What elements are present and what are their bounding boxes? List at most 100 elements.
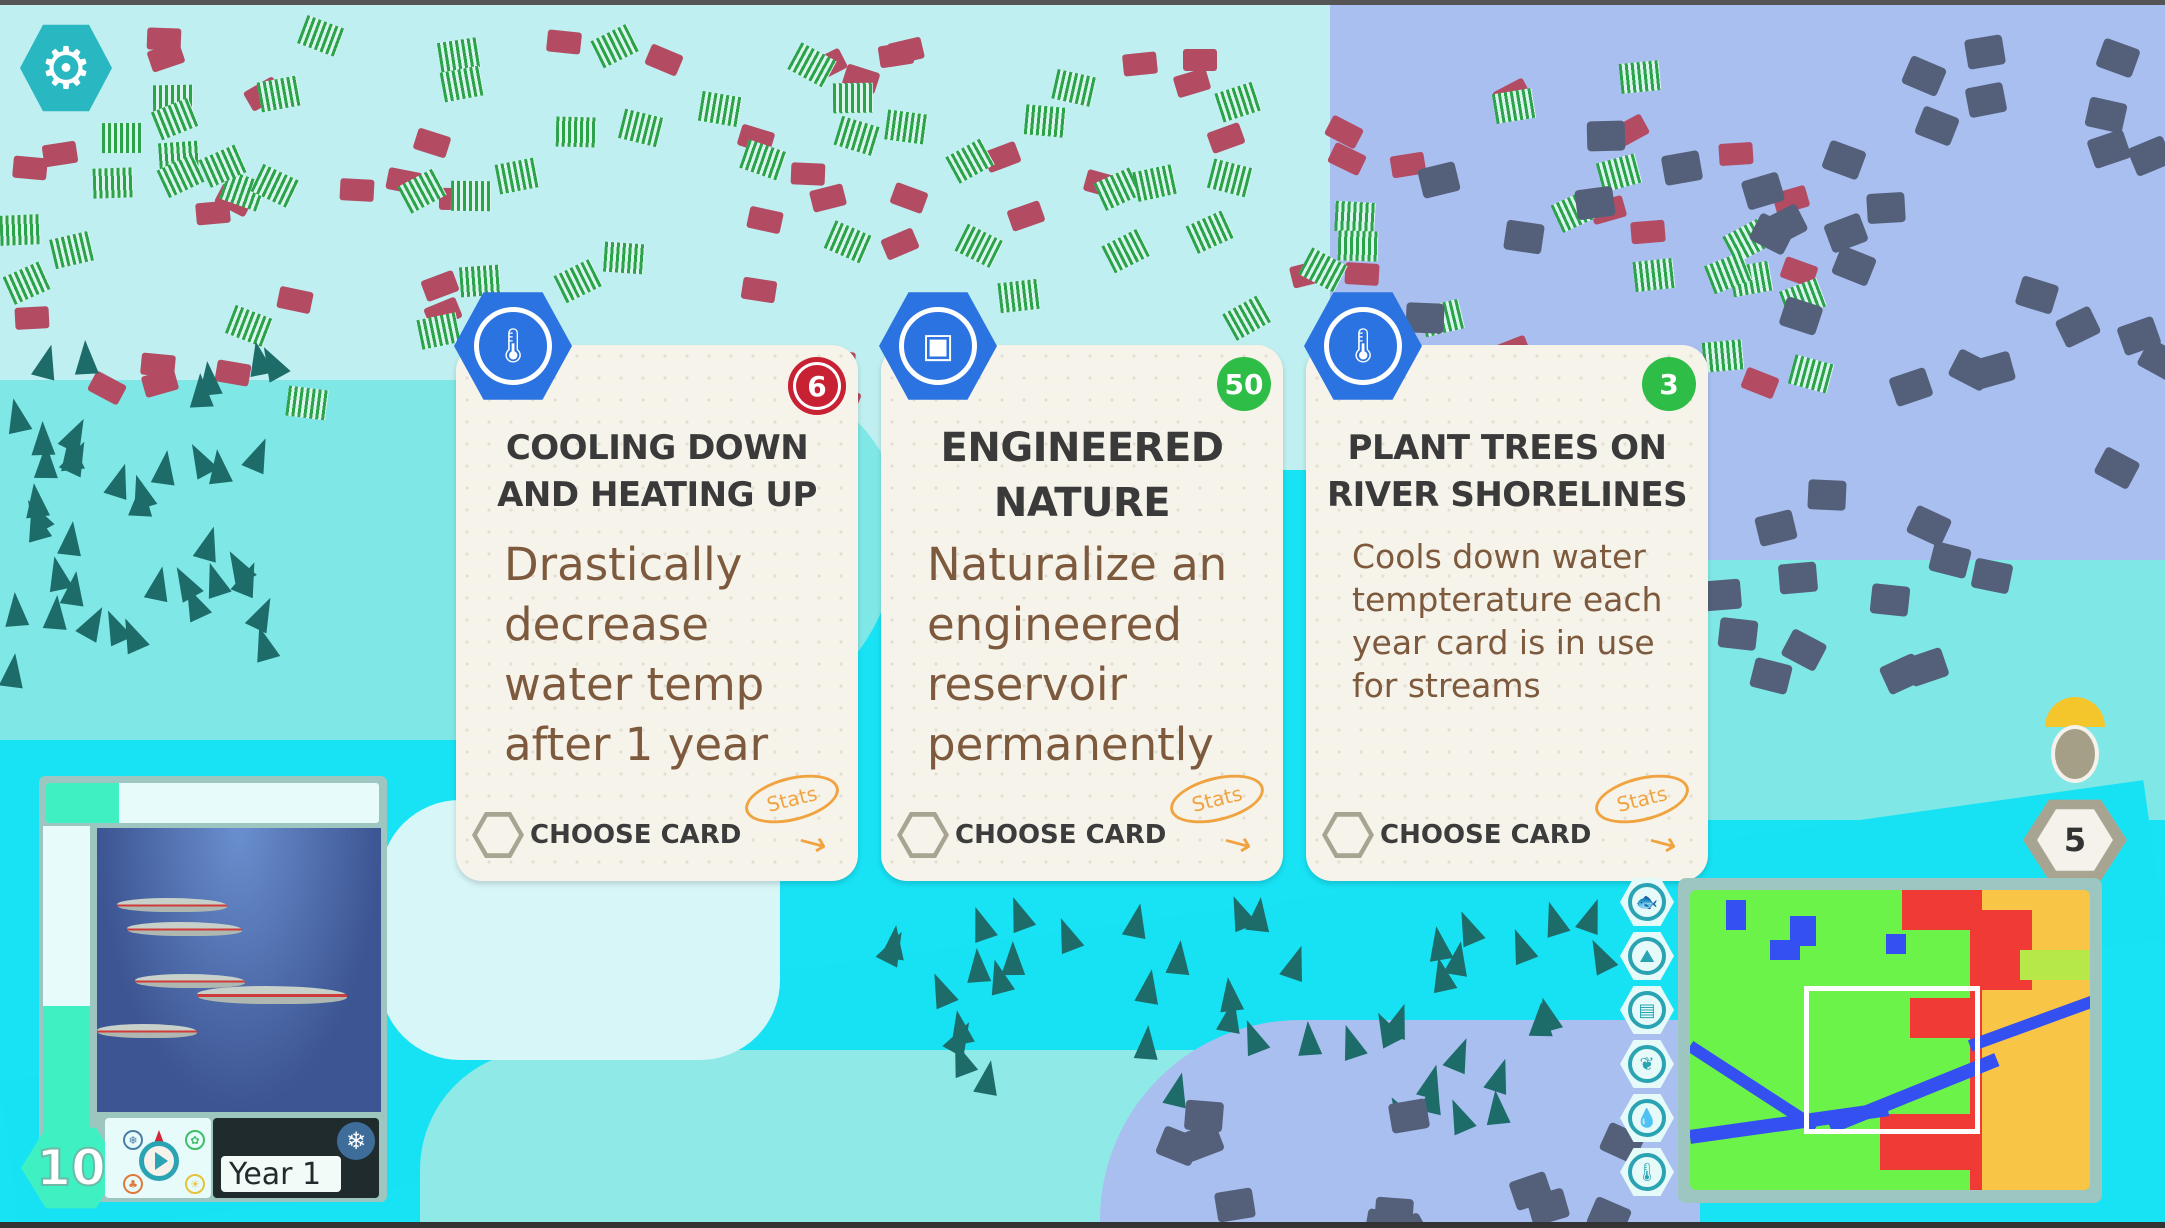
fish bbox=[117, 898, 227, 912]
arrow-icon: ↘ bbox=[1214, 818, 1260, 868]
farmhouse bbox=[14, 306, 50, 331]
city-building bbox=[1777, 561, 1819, 595]
card-plant-trees[interactable]: 🌡 3 PLANT TREES ON RIVER SHORELINES Cool… bbox=[1304, 292, 1708, 881]
card-title: ENGINEERED NATURE bbox=[940, 425, 1224, 526]
pine-tree bbox=[1002, 892, 1037, 933]
city-building bbox=[1869, 583, 1911, 617]
card-cost-badge: 3 bbox=[1642, 357, 1696, 411]
stats-button[interactable]: Stats↘ bbox=[1165, 766, 1269, 867]
card-engineered-nature[interactable]: ▣ 50 ENGINEERED NATURE Naturalize an eng… bbox=[879, 292, 1283, 881]
stats-button[interactable]: Stats↘ bbox=[1590, 766, 1694, 867]
fish-status-panel: 10 ❄ ✿ ♣ ☀ ❄ Year 1 bbox=[21, 776, 387, 1209]
top-border bbox=[0, 0, 2165, 5]
city-building bbox=[1717, 616, 1759, 652]
fish bbox=[135, 974, 245, 988]
stats-label: Stats bbox=[740, 766, 844, 832]
farmhouse bbox=[195, 200, 232, 226]
card-description: Naturalize an engineered reservoir perma… bbox=[927, 538, 1228, 771]
stats-button[interactable]: Stats↘ bbox=[740, 766, 844, 867]
city-building bbox=[1806, 479, 1847, 511]
map-layer-toolbar: 🐟 ⛰ ▤ ❦ 💧 🌡 bbox=[1620, 877, 1676, 1201]
farmhouse bbox=[740, 276, 778, 304]
pine-tree bbox=[0, 651, 28, 689]
city-building bbox=[1213, 1187, 1256, 1224]
thermometer-icon: 🌡 bbox=[1324, 307, 1402, 385]
pine-tree bbox=[1528, 1001, 1554, 1037]
temperature-gauge bbox=[43, 826, 90, 1136]
thermometer-icon: 🌡 bbox=[474, 307, 552, 385]
farmhouse bbox=[790, 162, 826, 187]
leaf-icon: ❦ bbox=[1628, 1045, 1666, 1083]
farmhouse bbox=[11, 155, 48, 181]
pine-tree bbox=[128, 481, 155, 517]
layer-water-quality-button[interactable]: 💧 bbox=[1620, 1094, 1674, 1142]
crop-field bbox=[450, 180, 492, 212]
card-cooling-down[interactable]: 🌡 6 COOLING DOWN AND HEATING UP Drastica… bbox=[454, 292, 858, 881]
pine-tree bbox=[964, 902, 998, 943]
city-building bbox=[1574, 185, 1616, 220]
crop-field bbox=[1337, 230, 1379, 262]
pine-tree bbox=[1483, 1088, 1511, 1125]
hard-hat-worker-icon bbox=[2037, 697, 2113, 789]
year-display: ❄ Year 1 bbox=[213, 1118, 379, 1198]
farmhouse bbox=[339, 178, 376, 203]
fish bbox=[197, 986, 347, 1004]
year-label: Year 1 bbox=[221, 1156, 341, 1192]
farmhouse bbox=[1122, 51, 1159, 77]
crop-field bbox=[102, 122, 143, 153]
minimap-viewport-frame[interactable] bbox=[1804, 986, 1980, 1134]
crop-field bbox=[832, 82, 874, 113]
choose-card-label: CHOOSE CARD bbox=[530, 820, 742, 850]
card-cost-badge: 50 bbox=[1217, 357, 1271, 411]
hexagon-checkbox-icon bbox=[897, 811, 949, 859]
play-button[interactable] bbox=[139, 1141, 179, 1181]
stats-label: Stats bbox=[1590, 766, 1694, 832]
choose-card-button[interactable]: CHOOSE CARD bbox=[1322, 811, 1591, 859]
worker-count: 5 bbox=[2037, 809, 2113, 871]
layer-dam-button[interactable]: ▤ bbox=[1620, 986, 1674, 1034]
fish-icon: 🐟 bbox=[1628, 883, 1666, 921]
city-building bbox=[1586, 120, 1626, 152]
crop-field bbox=[1632, 257, 1676, 292]
layer-fish-button[interactable]: 🐟 bbox=[1620, 878, 1674, 926]
minimap-heatmap bbox=[1690, 890, 2090, 1190]
choose-card-button[interactable]: CHOOSE CARD bbox=[472, 811, 741, 859]
farmhouse bbox=[546, 29, 583, 55]
pine-tree bbox=[3, 590, 30, 627]
spring-icon: ✿ bbox=[185, 1130, 205, 1150]
water-pollution-icon: 💧 bbox=[1628, 1099, 1666, 1137]
thermometer-icon: 🌡 bbox=[1628, 1153, 1666, 1191]
engineered-structure-icon: ▣ bbox=[899, 307, 977, 385]
summer-icon: ☀ bbox=[185, 1174, 205, 1194]
crop-field bbox=[92, 166, 134, 199]
layer-vegetation-button[interactable]: ❦ bbox=[1620, 1040, 1674, 1088]
population-bar bbox=[46, 783, 379, 823]
minimap[interactable] bbox=[1678, 878, 2102, 1203]
crop-field bbox=[555, 116, 597, 148]
forest-bank bbox=[420, 1050, 1220, 1228]
arrow-icon: ↘ bbox=[1639, 818, 1685, 868]
crop-field bbox=[1333, 201, 1376, 234]
card-cost-badge: 6 bbox=[788, 357, 846, 415]
pine-tree bbox=[205, 447, 234, 485]
gear-icon: ⚙ bbox=[40, 34, 92, 102]
pine-tree bbox=[1295, 1020, 1323, 1057]
card-category-badge: ▣ bbox=[879, 292, 997, 400]
stats-label: Stats bbox=[1165, 766, 1269, 832]
season-dial: ❄ ✿ ♣ ☀ bbox=[105, 1118, 211, 1198]
city-building bbox=[1503, 219, 1546, 255]
card-title: PLANT TREES ON RIVER SHORELINES bbox=[1326, 428, 1688, 515]
arrow-icon: ↘ bbox=[789, 818, 835, 868]
choose-card-button[interactable]: CHOOSE CARD bbox=[897, 811, 1166, 859]
pine-tree bbox=[1134, 1023, 1161, 1060]
hexagon-checkbox-icon bbox=[472, 811, 524, 859]
layer-erosion-button[interactable]: ⛰ bbox=[1620, 932, 1674, 980]
city-building bbox=[1963, 33, 2007, 70]
fish bbox=[127, 922, 242, 936]
pine-tree bbox=[1134, 967, 1164, 1005]
fish-view bbox=[97, 828, 381, 1112]
autumn-icon: ♣ bbox=[123, 1174, 143, 1194]
fish bbox=[97, 1024, 197, 1038]
layer-temperature-button[interactable]: 🌡 bbox=[1620, 1148, 1674, 1196]
